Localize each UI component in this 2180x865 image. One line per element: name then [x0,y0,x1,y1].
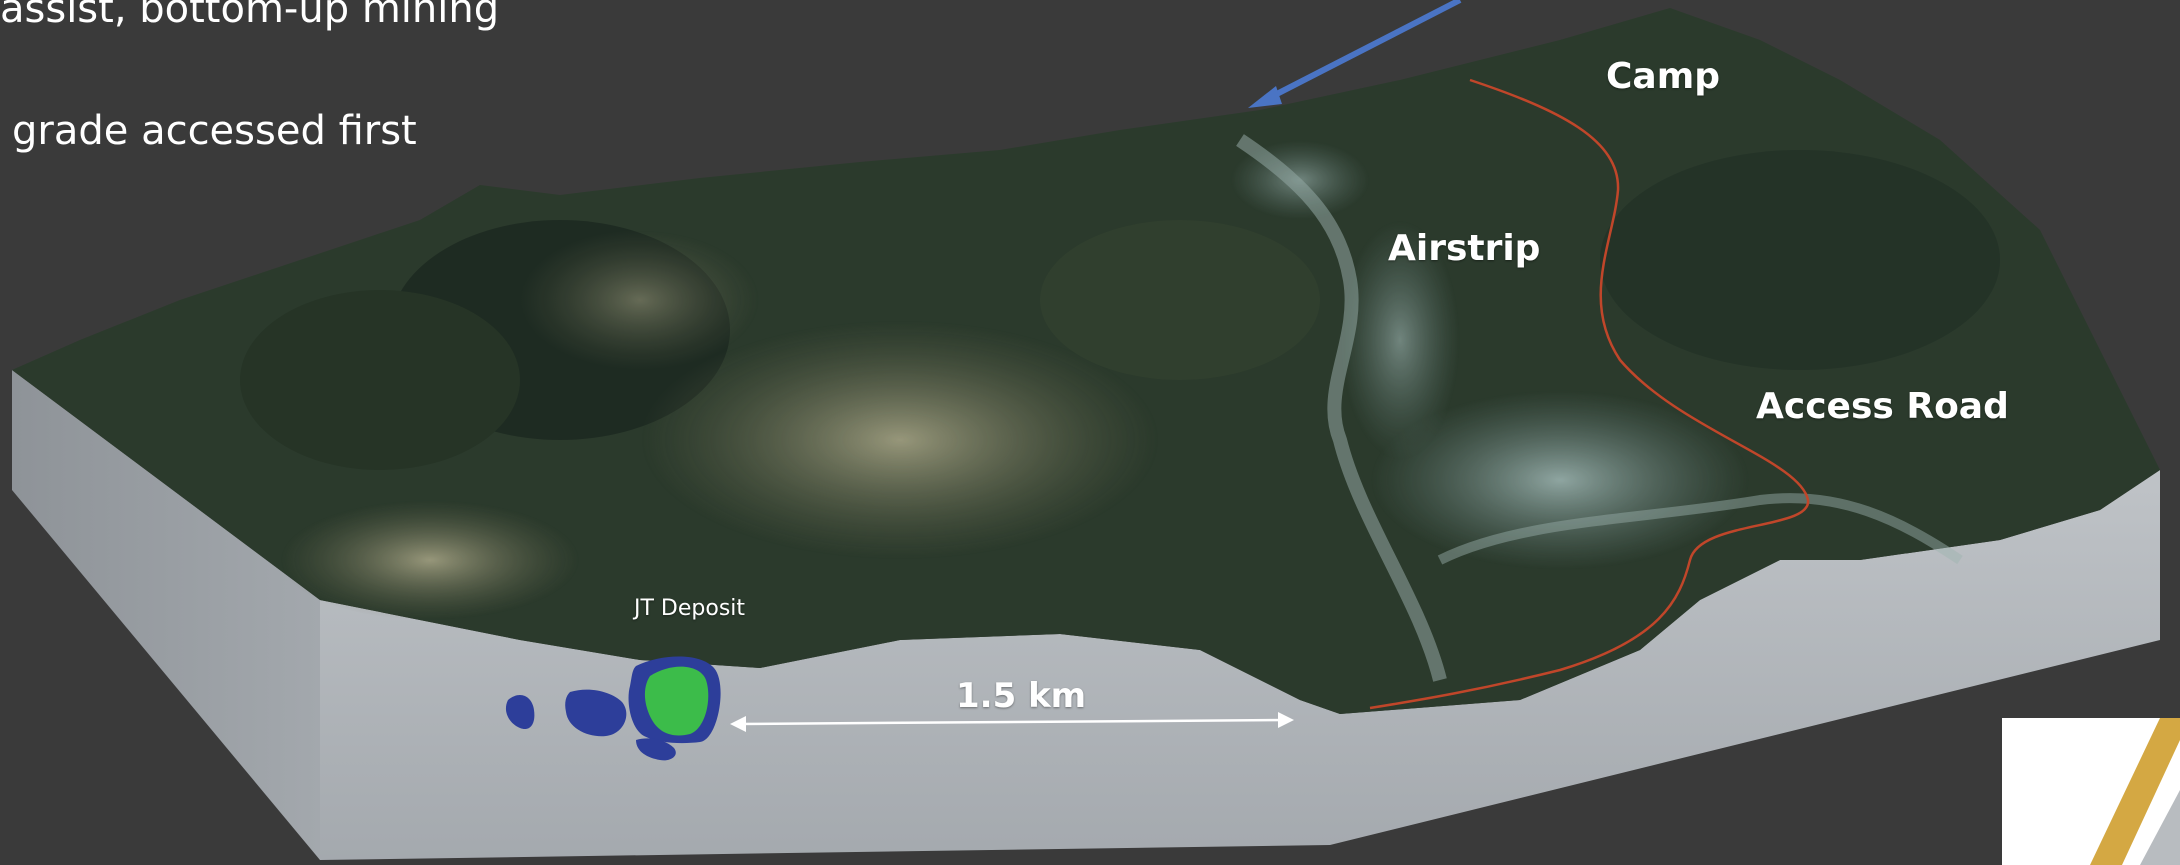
distance-label: 1.5 km [956,676,1087,716]
airstrip-label: Airstrip [1388,228,1541,269]
terrain-texture [240,134,2000,682]
bullet-text-1: assist, bottom-up mining [0,0,500,32]
bullet-text-2: grade accessed first [12,108,417,154]
terrain-block-front-side [320,470,2160,860]
direction-arrow [1248,0,1462,108]
company-logo [2002,718,2180,865]
access-road-line [1369,78,1810,710]
terrain-block-left-side [12,370,320,860]
camp-label: Camp [1606,56,1720,97]
jt-deposit-orebody [505,656,721,761]
access-road-label: Access Road [1756,386,2009,427]
distance-measure-arrow [730,712,1294,732]
jt-deposit-label: JT Deposit [634,596,746,621]
